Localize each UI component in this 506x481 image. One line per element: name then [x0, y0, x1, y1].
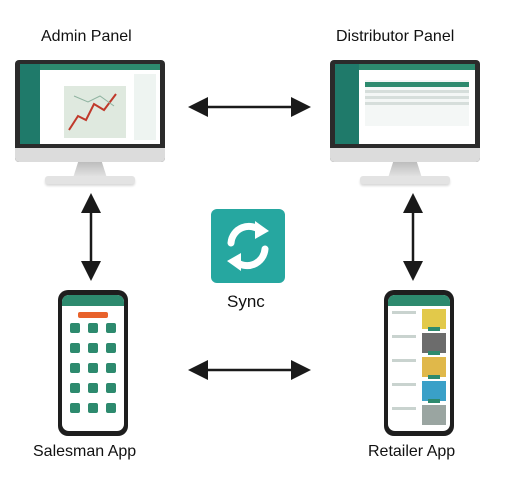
- distributor-panel-screen: [335, 64, 475, 144]
- distributor-panel-monitor: [330, 60, 480, 188]
- admin-panel-label: Admin Panel: [41, 28, 132, 45]
- retailer-app-label: Retailer App: [368, 443, 456, 460]
- admin-panel-screen: [20, 64, 160, 144]
- salesman-app-label: Salesman App: [33, 443, 137, 460]
- sync-icon: [211, 209, 285, 283]
- map-thumbnail: [64, 86, 126, 138]
- distributor-panel-label: Distributor Panel: [336, 28, 455, 45]
- sync-label: Sync: [227, 292, 265, 311]
- retailer-app-phone: [384, 290, 454, 436]
- retailer-app-screen: [388, 295, 450, 431]
- salesman-app-phone: [58, 290, 128, 436]
- salesman-app-screen: [62, 295, 124, 431]
- admin-panel-monitor: [15, 60, 165, 188]
